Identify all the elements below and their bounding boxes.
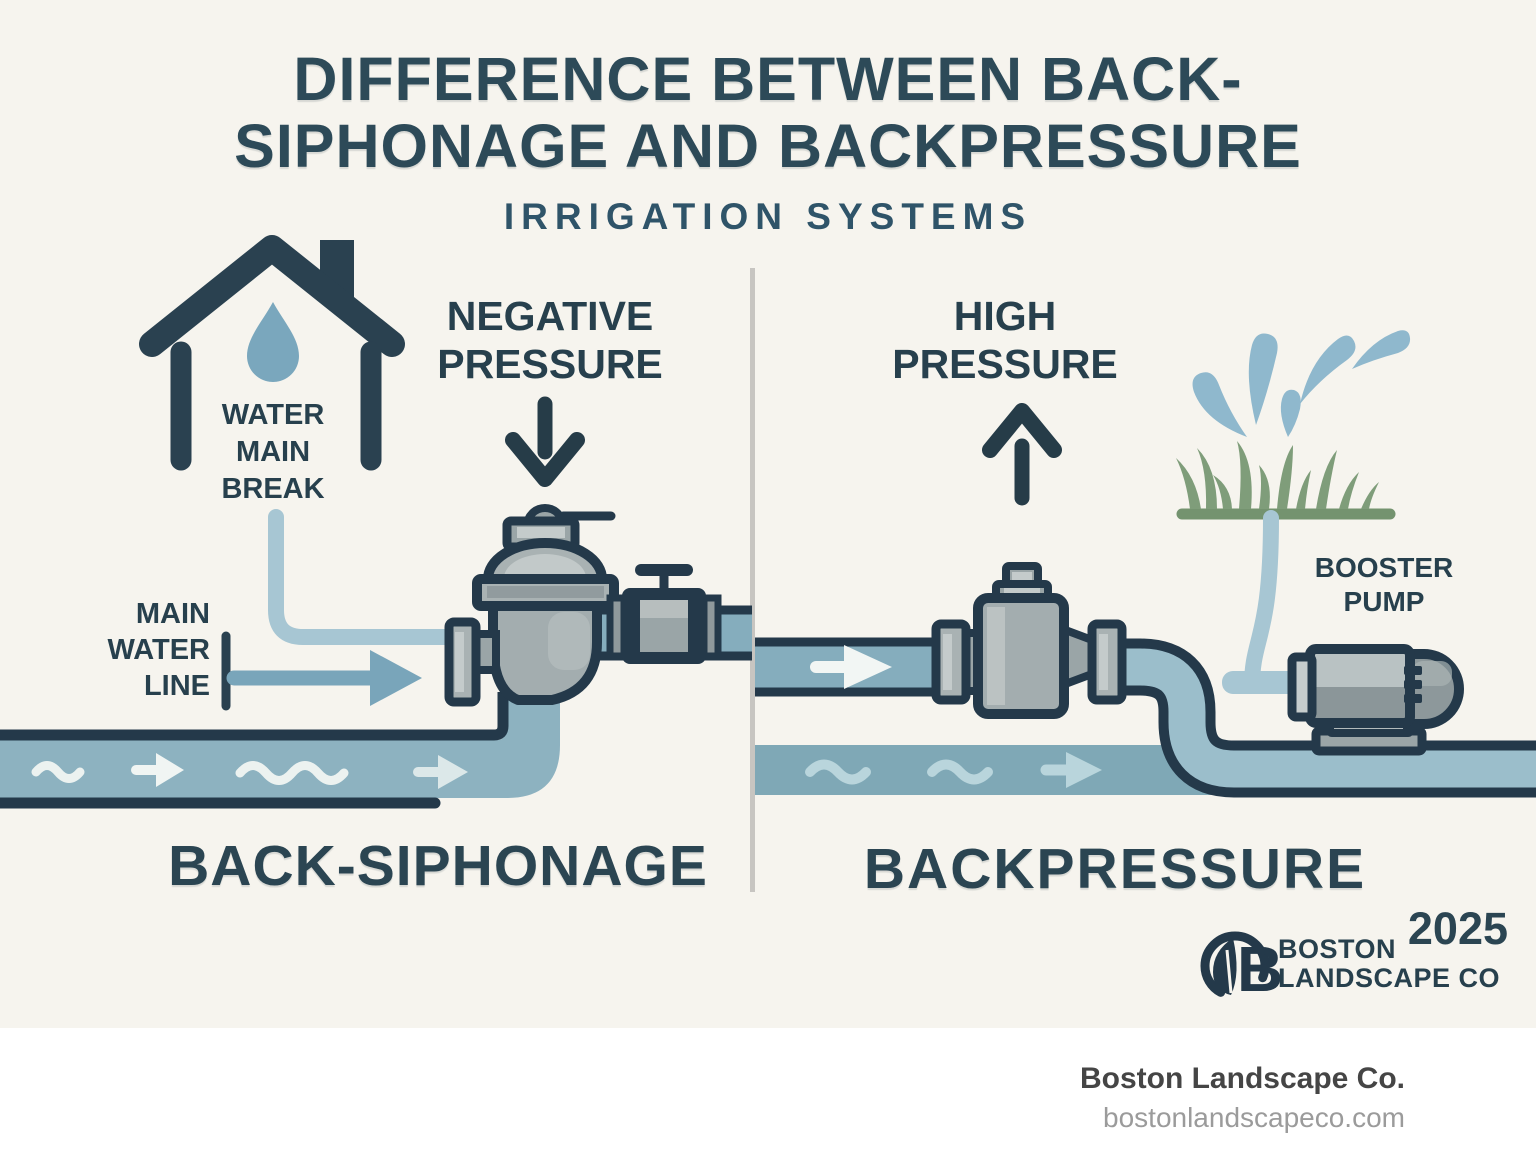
- booster-pump-label: BOOSTER PUMP: [1314, 552, 1454, 617]
- panel-divider-line: [750, 268, 755, 892]
- brand-logo-letter: B: [1237, 933, 1283, 1005]
- s-curve-pipe: [1108, 638, 1536, 798]
- brand-logo-line1: BOSTON: [1278, 934, 1397, 964]
- water-main-break-label: WATER MAIN BREAK: [221, 399, 325, 506]
- high-pressure-label: HIGH PRESSURE: [892, 293, 1118, 388]
- irrigation-main-pipe: [755, 745, 1230, 795]
- water-drop-icon: [247, 302, 299, 382]
- brand-logo-line2: LANDSCAPE CO: [1278, 963, 1501, 994]
- flow-arrow-icon: [226, 650, 422, 706]
- negative-pressure-label: NEGATIVE PRESSURE: [437, 293, 663, 388]
- pump-feed-pipe: [1244, 510, 1279, 694]
- footer-text-block: Boston Landscape Co. bostonlandscapeco.c…: [1080, 1062, 1405, 1134]
- main-water-pipe: [0, 692, 560, 809]
- footer-company-name: Boston Landscape Co.: [1079, 1062, 1405, 1095]
- grass-icon: [1176, 441, 1396, 520]
- footer-bar: Boston Landscape Co. bostonlandscapeco.c…: [0, 1028, 1536, 1154]
- house-icon: [139, 235, 405, 471]
- up-arrow-icon: [982, 403, 1062, 506]
- break-drip-pipe: [268, 509, 460, 645]
- down-arrow-icon: [505, 396, 585, 487]
- shutoff-valve: [606, 564, 722, 664]
- page-subtitle: IRRIGATION SYSTEMS: [503, 196, 1033, 237]
- brand-logo-text: BOSTON LANDSCAPE CO: [1278, 934, 1536, 994]
- backflow-preventer-valve: [444, 504, 752, 707]
- check-valve: [931, 562, 1127, 719]
- supply-pipe: [755, 637, 942, 697]
- back-siphonage-label: BACK-SIPHONAGE: [168, 834, 708, 898]
- page-title: DIFFERENCE BETWEEN BACK- SIPHONAGE AND B…: [0, 45, 1536, 181]
- sprinkler-spray-icon: [1192, 330, 1411, 437]
- booster-pump-icon: [1222, 510, 1464, 756]
- year-label: 2025: [1407, 903, 1508, 954]
- page-title-line2: SIPHONAGE AND BACKPRESSURE: [234, 112, 1302, 181]
- main-water-line-label: MAIN WATER LINE: [107, 598, 210, 702]
- footer-website: bostonlandscapeco.com: [1103, 1102, 1405, 1133]
- brand-logo-mark: B: [1200, 931, 1283, 1005]
- backpressure-label: BACKPRESSURE: [863, 837, 1367, 901]
- page-title-line1: DIFFERENCE BETWEEN BACK-: [293, 45, 1243, 113]
